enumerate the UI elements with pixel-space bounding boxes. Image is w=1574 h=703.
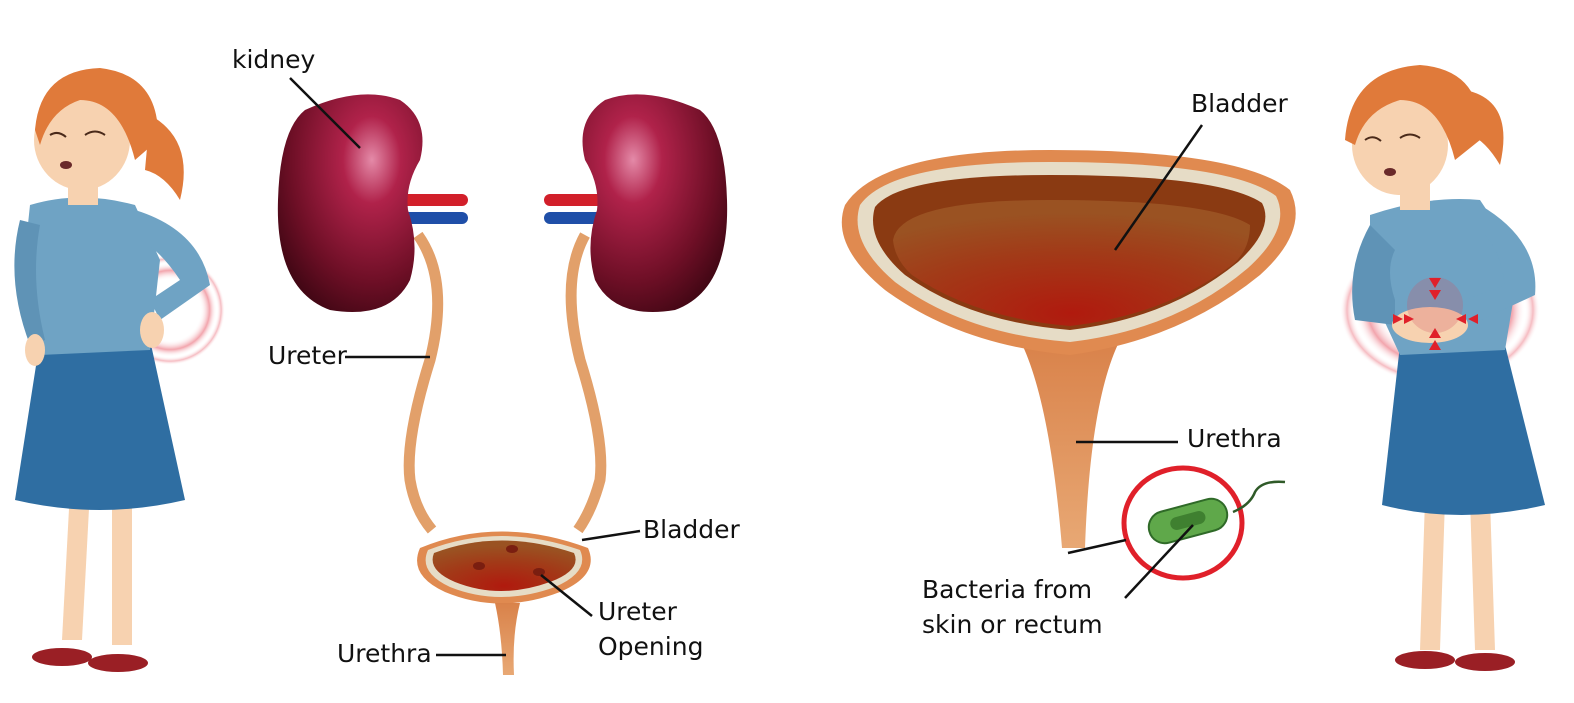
ureter-left [403, 231, 444, 534]
shoe [1395, 651, 1455, 669]
left-urinary-tract: kidney Ureter Bladder Ureter Opening Ure… [232, 45, 741, 675]
ureter-opening [506, 545, 518, 553]
shoe [1455, 653, 1515, 671]
label-bladder-left: Bladder [643, 515, 741, 544]
bladder-large-leader-line [1113, 124, 1204, 251]
hair [35, 68, 159, 160]
shoe [32, 648, 92, 666]
flagellum [1232, 480, 1286, 514]
kidney-left [277, 94, 423, 312]
urethra-bacteria-connector [1067, 538, 1127, 555]
label-urethra-right: Urethra [1187, 424, 1282, 453]
skirt [15, 340, 185, 510]
label-bladder-right: Bladder [1191, 89, 1289, 118]
urethra-large [1020, 340, 1120, 548]
bacteria-highlight-circle [1121, 465, 1245, 581]
label-ureter-opening-1: Ureter [598, 597, 678, 626]
label-urethra-left: Urethra [337, 639, 432, 668]
right-bladder-detail: Bladder Urethra Bacteria from skin or re… [841, 89, 1296, 639]
ureter-opening [533, 568, 545, 576]
label-bacteria-1: Bacteria from [922, 575, 1092, 604]
left-woman-figure [14, 68, 225, 672]
shirt [20, 197, 160, 355]
bacteria-leader-line [1124, 524, 1194, 599]
label-kidney: kidney [232, 45, 316, 74]
label-bacteria-2: skin or rectum [922, 610, 1103, 639]
head [1352, 95, 1448, 195]
head [34, 90, 130, 190]
kidney-right [582, 94, 728, 312]
ureter-opening [473, 562, 485, 570]
shoe [88, 654, 148, 672]
ureter-opening-leader-line [540, 574, 593, 617]
pain-arrows-icon [1393, 278, 1478, 350]
urethra-small [495, 603, 520, 675]
label-ureter: Ureter [268, 341, 348, 370]
hair [1345, 65, 1481, 160]
right-woman-figure [1340, 65, 1545, 671]
label-ureter-opening-2: Opening [598, 632, 703, 661]
bladder-leader-line [581, 529, 641, 542]
ureter-right [565, 232, 607, 534]
skirt [1382, 345, 1545, 515]
kidney-leader-line [289, 77, 361, 149]
